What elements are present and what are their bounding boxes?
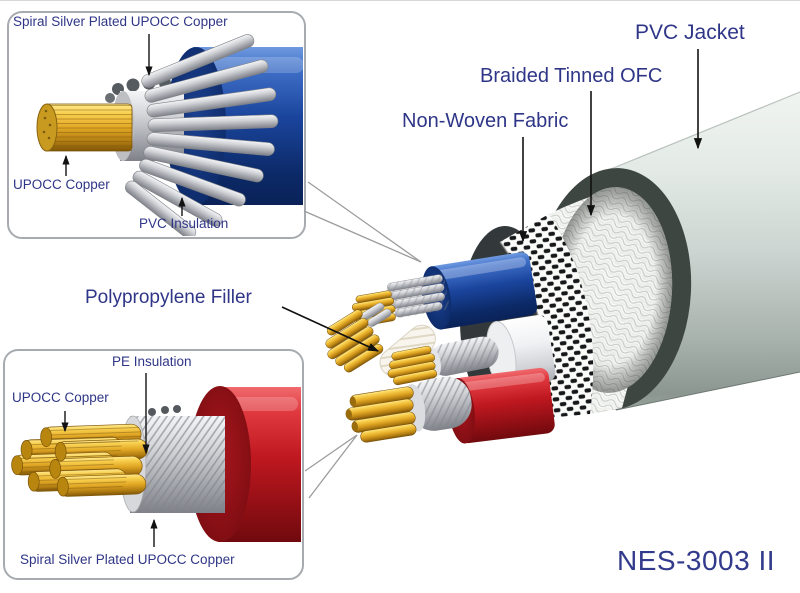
jacket-top-edge <box>605 91 800 172</box>
label-upocc-copper-bottom: UPOCC Copper <box>12 390 109 405</box>
inset-arrows <box>61 34 186 547</box>
label-polypropylene-filler: Polypropylene Filler <box>85 287 252 308</box>
model-number: NES-3003 II <box>617 545 776 576</box>
copper-bundle-left <box>325 302 392 373</box>
copper-rods <box>11 423 148 497</box>
red-conductor-strands <box>345 376 472 443</box>
label-pe-insulation: PE Insulation <box>112 354 192 369</box>
label-non-woven-fabric: Non-Woven Fabric <box>402 110 569 132</box>
white-conductor-strands <box>387 336 499 386</box>
label-pvc-jacket: PVC Jacket <box>635 21 745 44</box>
copper-core <box>36 103 133 152</box>
silver-strand-fan <box>125 34 279 236</box>
inset-top-cable <box>36 34 303 236</box>
inset-connector-lines <box>303 181 422 499</box>
label-arrows <box>281 49 703 352</box>
jacket-bottom-edge <box>615 371 800 411</box>
main-cable-illustration <box>325 91 800 444</box>
label-pvc-insulation: PVC Insulation <box>139 216 229 231</box>
label-braided-tinned-ofc: Braided Tinned OFC <box>480 65 663 87</box>
arrow-filler <box>281 306 380 352</box>
label-spiral-silver-top: Spiral Silver Plated UPOCC Copper <box>13 14 228 29</box>
label-spiral-silver-bottom: Spiral Silver Plated UPOCC Copper <box>20 552 235 567</box>
label-upocc-copper-top: UPOCC Copper <box>13 177 110 192</box>
